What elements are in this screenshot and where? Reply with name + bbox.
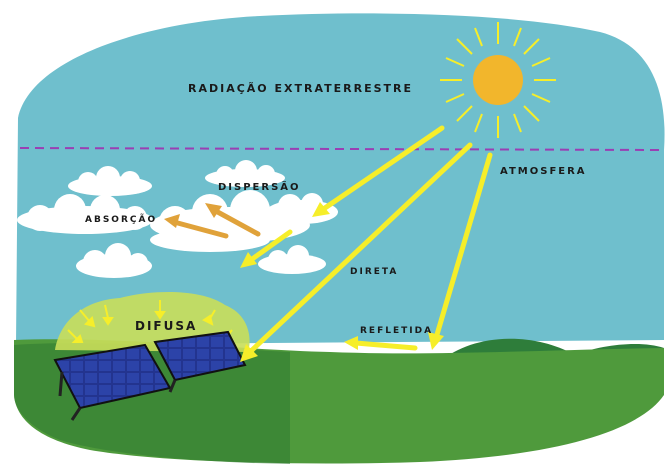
label-extraterrestrial-radiation: RADIAÇÃO EXTRATERRESTRE xyxy=(188,82,413,95)
solar-panel-icon xyxy=(153,330,247,393)
ray-direct xyxy=(247,142,473,355)
ray-scatter-down xyxy=(245,229,293,265)
ray-dispersion xyxy=(319,125,445,213)
cloud-group xyxy=(17,160,338,278)
cloud-icon xyxy=(150,190,310,252)
ray-reflected xyxy=(353,340,418,351)
ray-atmosphere xyxy=(433,152,493,341)
label-atmosphere: ATMOSFERA xyxy=(500,166,587,177)
cloud-icon xyxy=(76,243,152,278)
sun-icon xyxy=(440,22,556,138)
cloud-icon xyxy=(258,245,326,274)
radiation-rays xyxy=(240,125,493,362)
atmosphere-boundary-line xyxy=(19,147,665,151)
label-direct: DIRETA xyxy=(350,267,398,277)
label-absorption: ABSORÇÃO xyxy=(85,214,157,225)
cloud-icon xyxy=(205,160,285,187)
label-reflected: REFLETIDA xyxy=(360,326,433,336)
cloud-icon xyxy=(68,166,152,196)
absorption-arrows xyxy=(164,203,261,239)
solar-panel-icon xyxy=(53,343,172,421)
cloud-icon xyxy=(17,194,153,234)
label-dispersion: DISPERSÃO xyxy=(218,180,301,193)
label-diffuse: DIFUSA xyxy=(135,319,197,333)
